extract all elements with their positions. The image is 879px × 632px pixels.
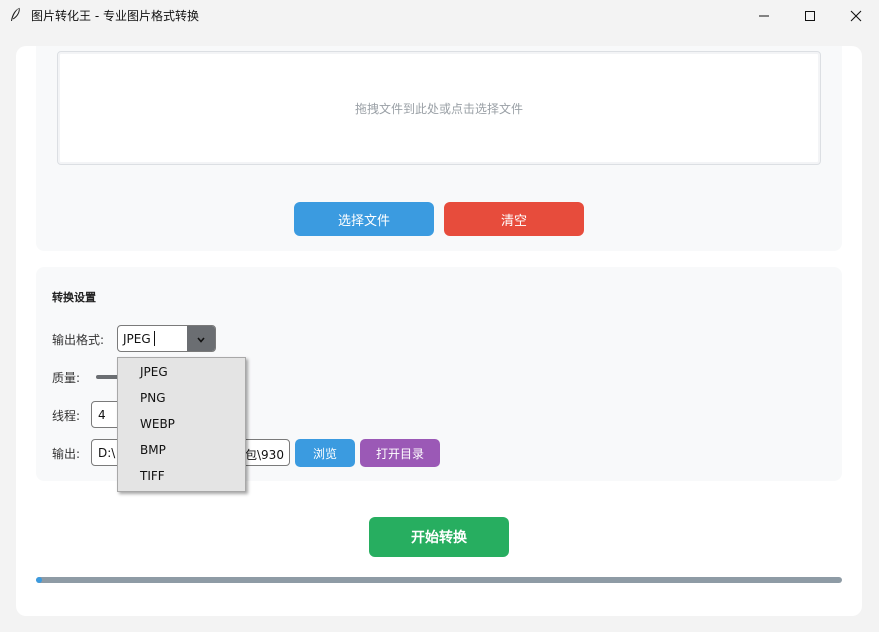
format-label: 输出格式:	[52, 333, 105, 347]
start-conversion-button[interactable]: 开始转换	[369, 517, 509, 557]
output-path-end: 包\930	[245, 448, 284, 462]
format-combobox[interactable]: JPEG	[117, 325, 216, 352]
dropdown-option-webp[interactable]: WEBP	[140, 417, 175, 431]
dropdown-toggle[interactable]	[187, 326, 215, 351]
threads-label: 线程:	[52, 409, 81, 423]
title-bar: 图片转化王 - 专业图片格式转换	[0, 0, 879, 31]
close-button[interactable]	[833, 0, 879, 31]
clear-button[interactable]: 清空	[444, 202, 584, 236]
output-label: 输出:	[52, 447, 81, 461]
settings-title: 转换设置	[52, 291, 96, 304]
quality-label: 质量:	[52, 371, 81, 385]
select-file-button[interactable]: 选择文件	[294, 202, 434, 236]
progress-bar	[36, 577, 842, 583]
open-directory-button[interactable]: 打开目录	[360, 439, 440, 467]
close-icon	[850, 10, 862, 21]
browse-button[interactable]: 浏览	[295, 439, 355, 467]
format-combobox-value: JPEG	[123, 332, 151, 346]
dropdown-option-bmp[interactable]: BMP	[140, 443, 166, 457]
minimize-icon	[759, 15, 769, 16]
maximize-button[interactable]	[787, 0, 833, 31]
dropdown-option-png[interactable]: PNG	[140, 391, 166, 405]
minimize-button[interactable]	[741, 0, 787, 31]
progress-fill	[36, 577, 42, 583]
drop-hint-text: 拖拽文件到此处或点击选择文件	[354, 101, 523, 116]
feather-icon	[11, 7, 20, 21]
text-cursor	[154, 331, 155, 346]
maximize-icon	[805, 10, 815, 21]
file-drop-zone[interactable]: 拖拽文件到此处或点击选择文件	[57, 51, 821, 165]
quality-slider[interactable]	[96, 375, 120, 379]
format-dropdown-list: JPEG PNG WEBP BMP TIFF	[117, 357, 246, 492]
output-path-start: D:\	[98, 446, 116, 460]
threads-spinbox[interactable]: 4	[91, 401, 121, 428]
dropdown-option-jpeg[interactable]: JPEG	[140, 365, 168, 379]
chevron-down-icon	[197, 336, 205, 343]
window-title: 图片转化王 - 专业图片格式转换	[31, 9, 199, 23]
dropdown-option-tiff[interactable]: TIFF	[140, 469, 165, 483]
